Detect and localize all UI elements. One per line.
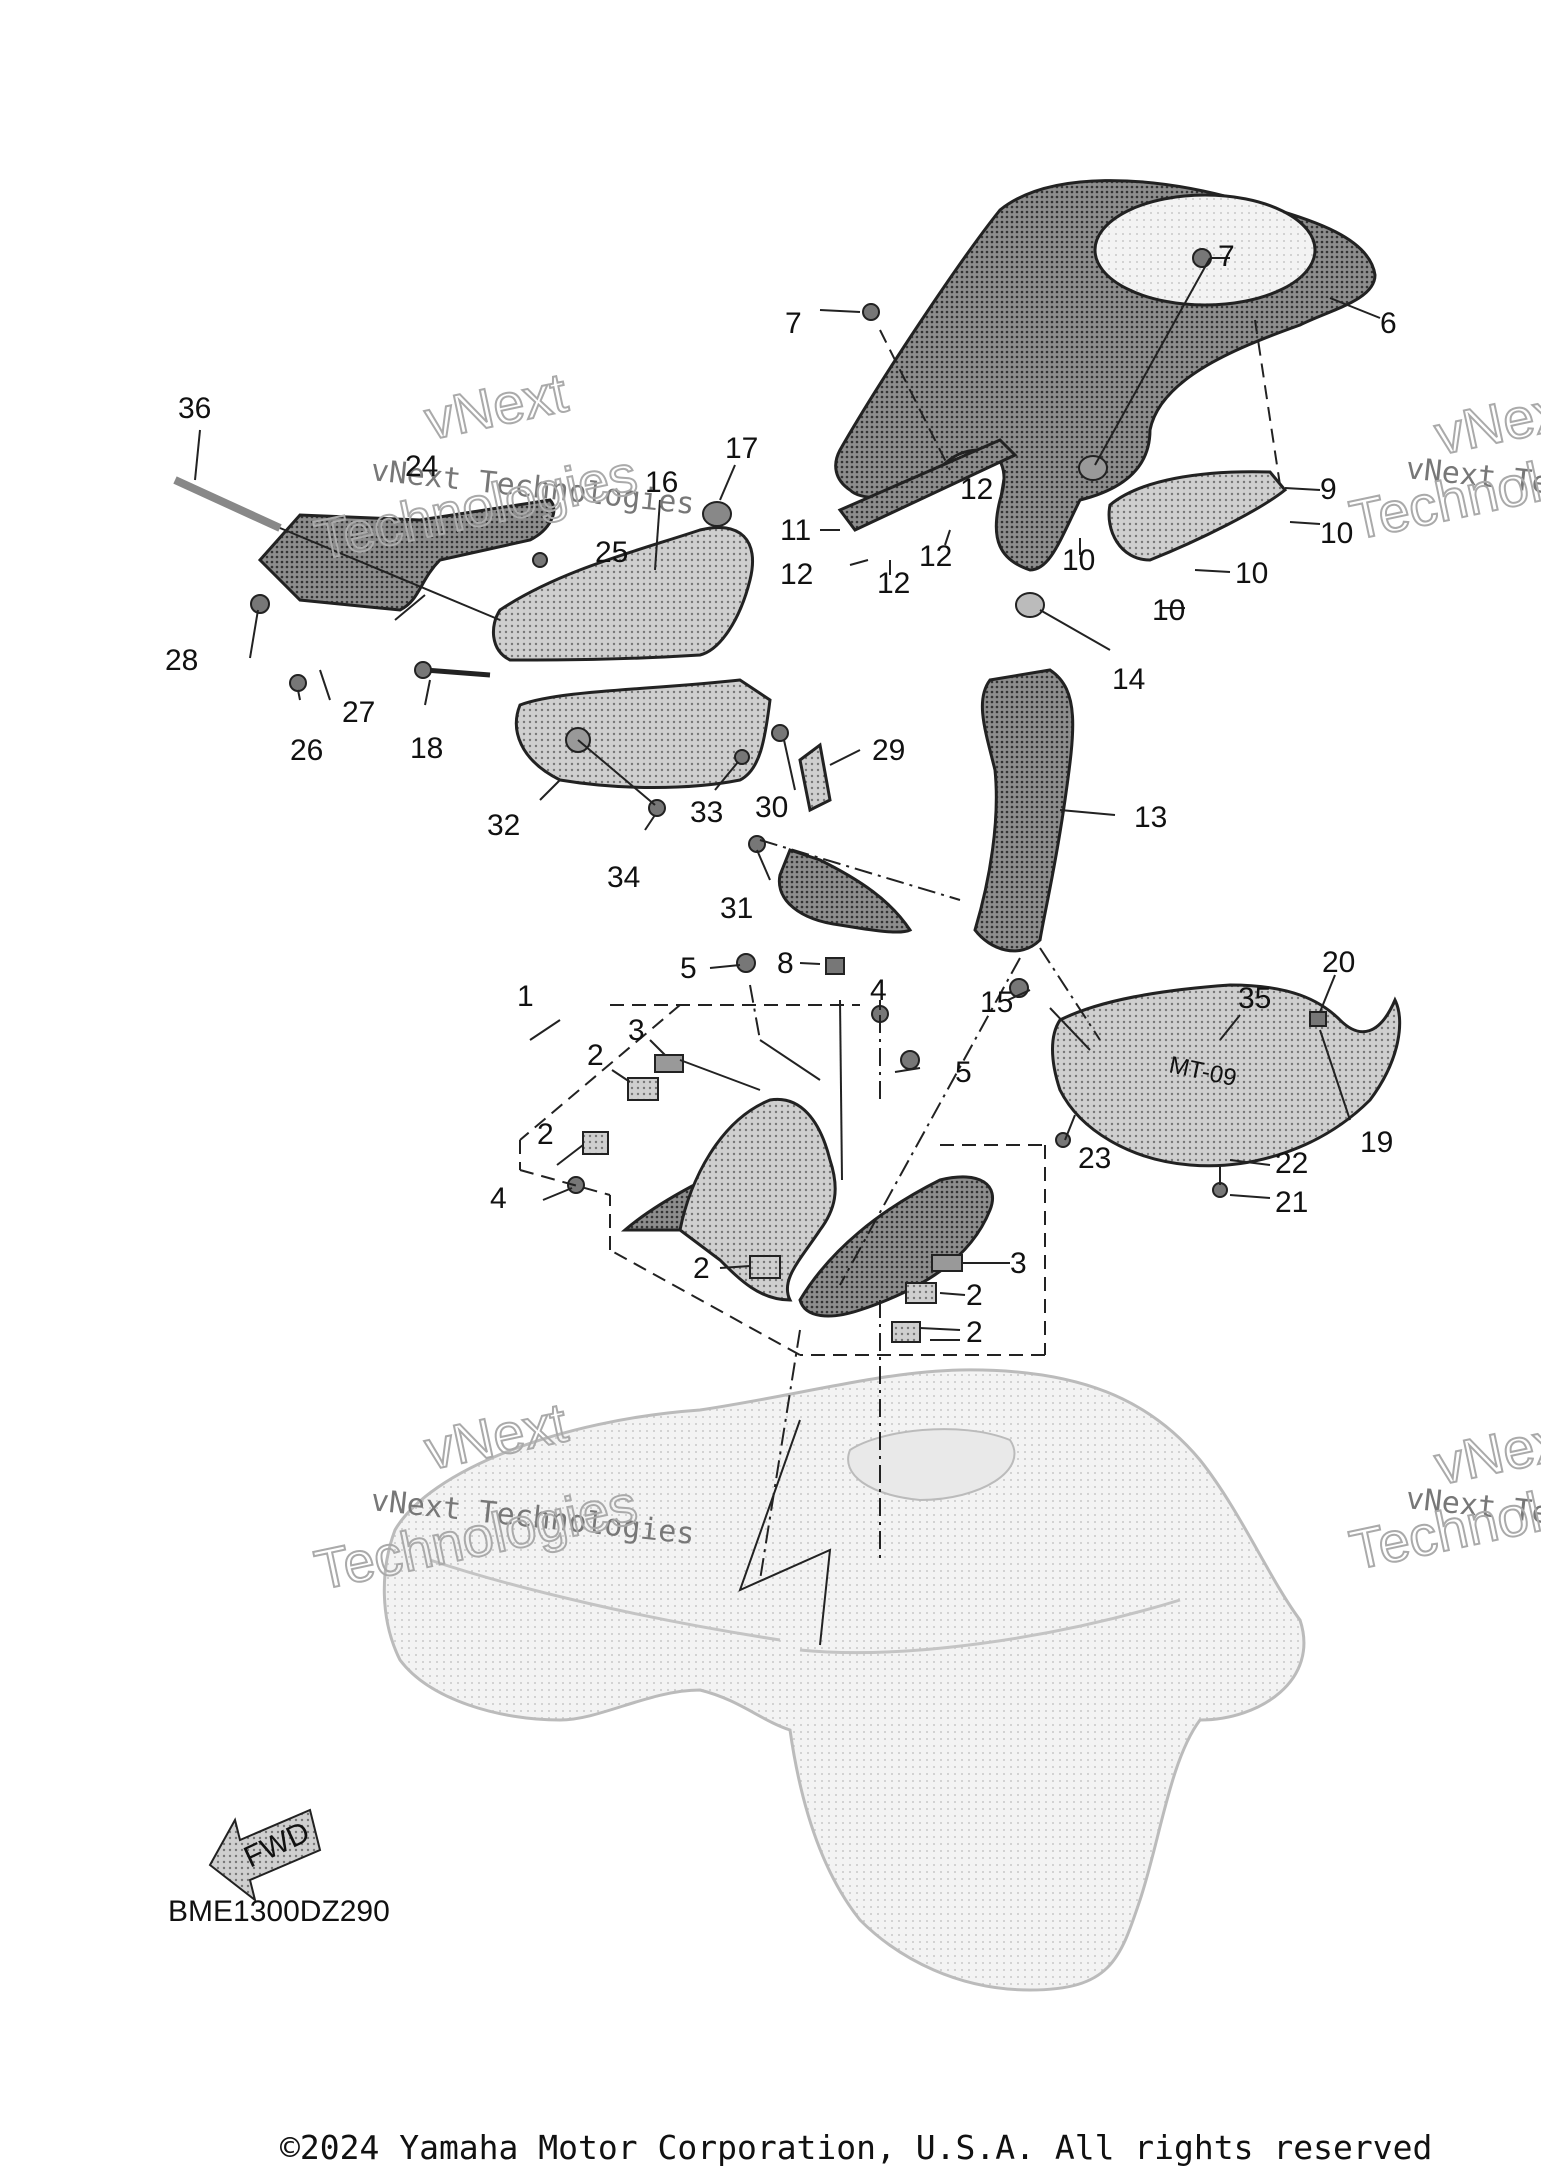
right-side-cover: MT-09 bbox=[1051, 983, 1402, 1168]
callout-3: 3 bbox=[1010, 1247, 1027, 1280]
copyright-notice: ©2024 Yamaha Motor Corporation, U.S.A. A… bbox=[280, 2128, 1433, 2167]
leader-lines bbox=[194, 257, 1381, 1341]
callout-3: 3 bbox=[628, 1014, 645, 1047]
callout-35: 35 bbox=[1238, 982, 1271, 1015]
inner-cover-32 bbox=[514, 678, 772, 789]
callout-28: 28 bbox=[165, 644, 198, 677]
callout-16: 16 bbox=[645, 466, 678, 499]
callout-21: 21 bbox=[1275, 1186, 1308, 1219]
bracket-24 bbox=[257, 498, 556, 612]
callout-10: 10 bbox=[1235, 557, 1268, 590]
callout-33: 33 bbox=[690, 796, 723, 829]
callout-2: 2 bbox=[537, 1118, 554, 1151]
callout-17: 17 bbox=[725, 432, 758, 465]
left-side-cover bbox=[491, 525, 755, 662]
callout-31: 31 bbox=[720, 892, 753, 925]
bracket-29 bbox=[777, 742, 913, 934]
callout-32: 32 bbox=[487, 809, 520, 842]
callout-5: 5 bbox=[680, 952, 697, 985]
callouts: 1 2 2 2 2 2 3 3 4 4 5 5 6 7 7 8 9 10 10 … bbox=[165, 240, 1397, 1349]
callout-9: 9 bbox=[1320, 473, 1337, 506]
watermark-text: vNext bbox=[419, 360, 573, 451]
callout-11: 11 bbox=[780, 514, 811, 547]
callout-12: 12 bbox=[877, 567, 910, 600]
assembly-guides bbox=[519, 319, 1281, 1646]
callout-2: 2 bbox=[966, 1279, 983, 1312]
callout-26: 26 bbox=[290, 734, 323, 767]
callout-15: 15 bbox=[980, 986, 1013, 1019]
callout-7: 7 bbox=[785, 307, 802, 340]
callout-10: 10 bbox=[1152, 594, 1185, 627]
callout-4: 4 bbox=[490, 1182, 507, 1215]
callout-23: 23 bbox=[1078, 1142, 1111, 1175]
callout-12: 12 bbox=[780, 558, 813, 591]
callout-10: 10 bbox=[1062, 544, 1095, 577]
callout-6: 6 bbox=[1380, 307, 1397, 340]
air-duct-13 bbox=[973, 668, 1075, 953]
callout-18: 18 bbox=[410, 732, 443, 765]
callout-5: 5 bbox=[955, 1056, 972, 1089]
callout-10: 10 bbox=[1320, 517, 1353, 550]
callout-30: 30 bbox=[755, 791, 788, 824]
callout-1: 1 bbox=[517, 980, 534, 1013]
callout-24: 24 bbox=[405, 450, 438, 483]
callout-7: 7 bbox=[1218, 240, 1235, 273]
callout-2: 2 bbox=[966, 1316, 983, 1349]
callout-27: 27 bbox=[342, 696, 375, 729]
callout-20: 20 bbox=[1322, 946, 1355, 979]
callout-2: 2 bbox=[693, 1252, 710, 1285]
callout-29: 29 bbox=[872, 734, 905, 767]
callout-4: 4 bbox=[870, 974, 887, 1007]
upper-tank-cover bbox=[834, 179, 1377, 572]
callout-22: 22 bbox=[1275, 1147, 1308, 1180]
diagram-code: BME1300DZ290 bbox=[168, 1895, 390, 1928]
callout-34: 34 bbox=[607, 861, 640, 894]
callout-25: 25 bbox=[595, 536, 628, 569]
callout-12: 12 bbox=[919, 540, 952, 573]
callout-2: 2 bbox=[587, 1039, 604, 1072]
callout-36: 36 bbox=[178, 392, 211, 425]
callout-8: 8 bbox=[777, 947, 794, 980]
fuel-tank bbox=[382, 1368, 1306, 1992]
callout-19: 19 bbox=[1360, 1126, 1393, 1159]
callout-13: 13 bbox=[1134, 801, 1167, 834]
front-panel-assembly bbox=[620, 1097, 994, 1318]
callout-14: 14 bbox=[1112, 663, 1145, 696]
fwd-arrow: FWD bbox=[208, 1808, 322, 1903]
callout-12: 12 bbox=[960, 473, 993, 506]
